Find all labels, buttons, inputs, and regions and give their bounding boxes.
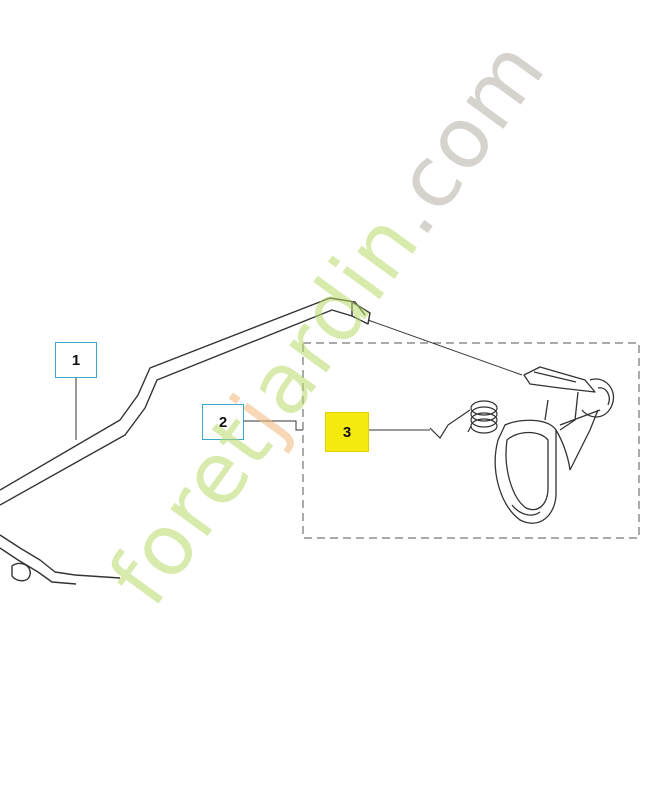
spring-icon: [429, 400, 498, 439]
callout-2-label: 2: [218, 413, 228, 431]
callout-1[interactable]: 1: [55, 342, 97, 378]
hose-icon: [0, 297, 371, 585]
assembly-group-box: [302, 342, 640, 539]
callout-3-label: 3: [342, 423, 352, 441]
leader-line-2: [244, 420, 303, 431]
spout-elbow-icon: [494, 366, 615, 524]
callout-2[interactable]: 2: [202, 404, 244, 440]
callout-3[interactable]: 3: [325, 412, 369, 452]
callout-1-label: 1: [71, 351, 81, 369]
